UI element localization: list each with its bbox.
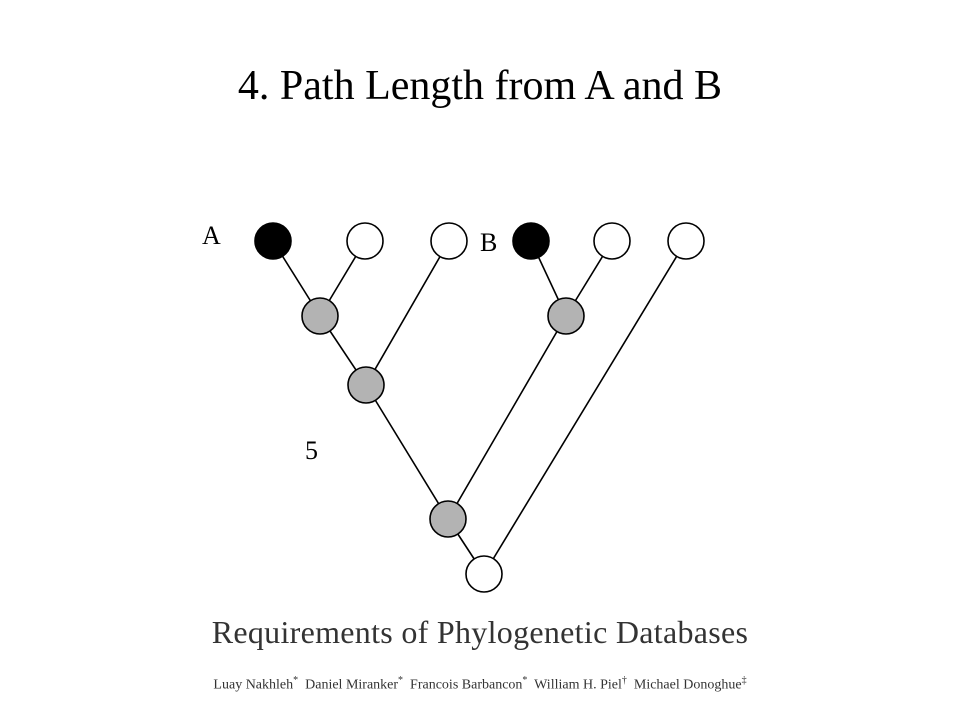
path-node-n3 — [429, 500, 467, 538]
path-node-n4 — [547, 297, 585, 335]
paper-title: Requirements of Phylogenetic Databases — [211, 614, 749, 650]
path-node-n1 — [301, 297, 339, 335]
author-name: Michael Donoghue — [633, 677, 742, 693]
author-mark: * — [398, 675, 404, 686]
path-node-n2 — [347, 366, 385, 404]
tree-nodes — [254, 222, 705, 593]
slide-title: 4. Path Length from A and B — [237, 63, 723, 109]
edge-n2-to-n3 — [365, 384, 449, 520]
leaf-node-b — [512, 222, 550, 260]
leaf-node-2 — [346, 222, 384, 260]
leaf-node-3 — [430, 222, 468, 260]
leaf-node-a — [254, 222, 292, 260]
author-mark: * — [293, 675, 299, 686]
author-list: Luay Nakhleh* Daniel Miranker* Francois … — [0, 675, 960, 694]
author-name: William H. Piel — [534, 677, 622, 693]
path-length-label: 5 — [305, 436, 318, 465]
author-name: Daniel Miranker — [305, 677, 399, 693]
label-a: A — [202, 221, 221, 250]
author-mark: * — [522, 675, 528, 686]
author-name: Francois Barbancon — [410, 677, 523, 693]
label-b: B — [480, 228, 497, 257]
edge-leaf6-to-root — [483, 240, 687, 575]
edge-n4-to-n3 — [447, 315, 567, 520]
root-node — [465, 555, 503, 593]
tree-edges — [272, 240, 687, 575]
edge-leaf3-to-n2 — [365, 240, 450, 386]
leaf-node-5 — [593, 222, 631, 260]
author-mark: ‡ — [741, 675, 747, 686]
author-mark: † — [621, 675, 627, 686]
leaf-node-6 — [667, 222, 705, 260]
author-name: Luay Nakhleh — [213, 677, 294, 693]
